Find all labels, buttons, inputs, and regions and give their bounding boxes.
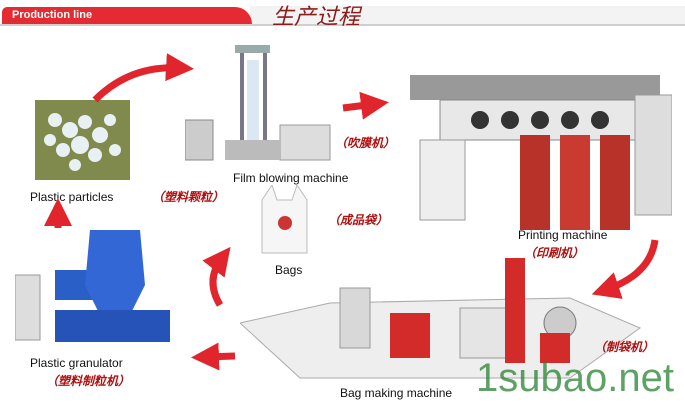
header-band: [250, 6, 685, 24]
plastic-particles-image: [35, 100, 130, 180]
header-divider: [0, 24, 685, 26]
plastic-granulator-label: Plastic granulator: [30, 356, 123, 370]
plastic-particles-label-cn: （塑料颗粒）: [152, 190, 225, 204]
arrow-bags-to-granulator: [202, 246, 231, 307]
header: Production line 生产过程: [0, 0, 685, 30]
arrow-printing-to-bagmaking: [591, 239, 659, 299]
arrow-film-to-printing: [342, 91, 389, 120]
plastic-granulator-image: [15, 230, 170, 342]
section-tab: Production line: [2, 7, 252, 24]
film-blowing-machine-label-cn: （吹膜机）: [335, 136, 396, 150]
bags-image: [261, 185, 308, 254]
bag-making-machine-image: [240, 258, 642, 379]
printing-machine-label-cn: （印刷机）: [524, 246, 585, 260]
arrow-particles-to-film: [92, 53, 194, 103]
section-title-cn: 生产过程: [272, 5, 361, 30]
printing-machine-image: [410, 75, 672, 230]
film-blowing-machine-image: [185, 45, 331, 161]
printing-machine-label: Printing machine: [518, 228, 608, 242]
bags-label-cn: （成品袋）: [328, 213, 389, 227]
watermark: 1subao.net: [476, 356, 674, 400]
film-blowing-machine-label: Film blowing machine: [233, 171, 349, 185]
bag-making-machine-label: Bag making machine: [340, 386, 453, 400]
bags-label: Bags: [275, 263, 303, 277]
arrow-bagmaking-to-granulator: [191, 342, 236, 371]
bag-making-machine-label-cn: （制袋机）: [594, 340, 655, 354]
plastic-granulator-label-cn: （塑料制粒机）: [46, 374, 131, 388]
